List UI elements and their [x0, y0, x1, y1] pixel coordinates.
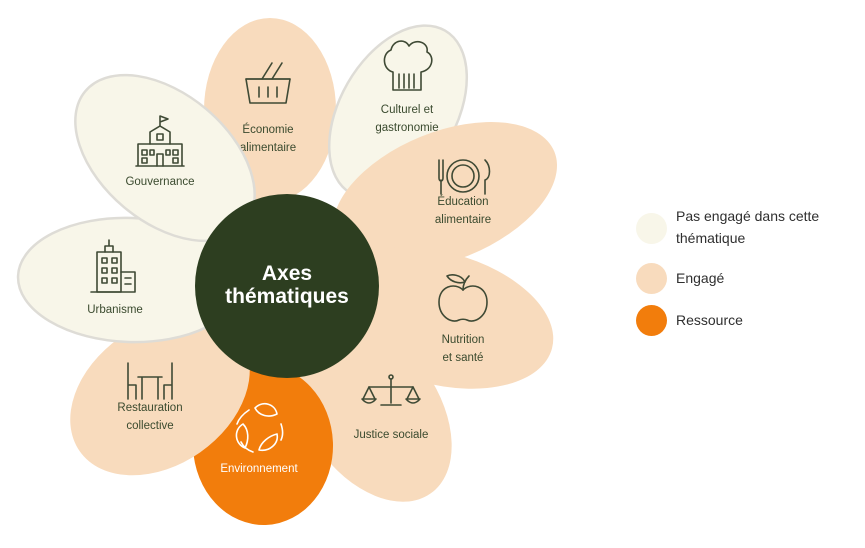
petal-label-line2: alimentaire [435, 214, 491, 226]
scales-icon [361, 374, 421, 406]
petal-label-line1: Économie [242, 123, 293, 136]
town-hall-icon [135, 115, 185, 167]
recycle-leaves-icon [235, 402, 284, 453]
petal-shape [332, 122, 558, 270]
petal-label-line2: et santé [443, 352, 484, 364]
legend-label: Ressource [676, 312, 743, 328]
petal-label-line1: Nutrition [442, 334, 485, 346]
petal-label-line1: Justice sociale [354, 429, 429, 441]
petal-label-line1: Urbanisme [87, 304, 143, 316]
legend-swatch-not-engaged [636, 213, 667, 244]
petal-label-line1: Éducation [437, 195, 488, 208]
petal-label-line2: gastronomie [375, 122, 438, 134]
chef-hat-icon [383, 40, 433, 91]
table-chairs-icon [127, 362, 173, 400]
center-title-line2: thématiques [225, 285, 349, 308]
legend-label: Pas engagé dans cette thématique [676, 208, 820, 246]
petal-gouvernance: Gouvernance [74, 73, 256, 243]
petal-shape [70, 314, 250, 476]
petal-label-line2: alimentaire [240, 142, 296, 154]
petal-label-line1: Restauration [117, 402, 182, 414]
legend-label: Engagé [676, 270, 725, 286]
center-title-line1: Axes [262, 262, 312, 285]
petal-label-line2: collective [126, 420, 173, 432]
petal-label-line1: Gouvernance [125, 176, 194, 188]
petal-restauration: Restauration collective [70, 314, 250, 476]
legend: Pas engagé dans cette thématique Engagé … [636, 205, 861, 341]
petal-label-line1: Culturel et [381, 104, 434, 116]
petal-label-line1: Environnement [220, 463, 298, 475]
petal-education: Éducation alimentaire [332, 122, 558, 270]
legend-item-engaged: Engagé [636, 263, 861, 299]
legend-swatch-engaged [636, 263, 667, 294]
buildings-icon [90, 239, 136, 293]
petals-layer: Économie alimentaire Culturel et gastronomi… [16, 18, 558, 525]
center-circle [195, 194, 379, 378]
basket-icon [245, 62, 291, 104]
legend-item-not-engaged: Pas engagé dans cette thématique [636, 205, 861, 255]
apple-icon [438, 274, 488, 322]
legend-swatch-resource [636, 305, 667, 336]
plate-cutlery-icon [438, 159, 491, 195]
legend-item-resource: Ressource [636, 305, 861, 341]
